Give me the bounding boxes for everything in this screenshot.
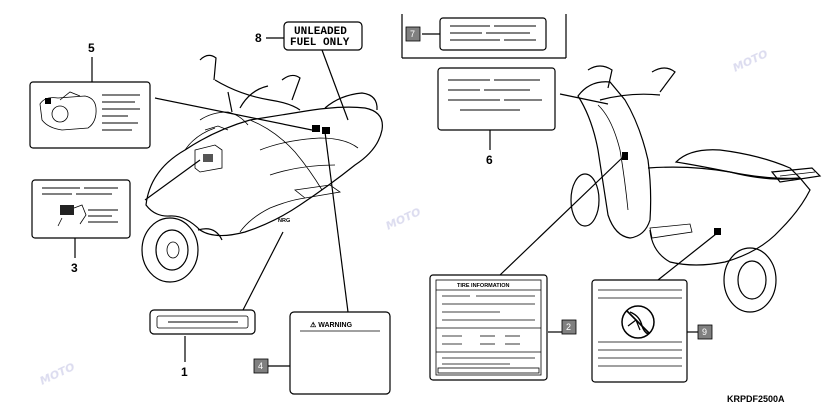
label-1[interactable] xyxy=(149,309,256,335)
watermark-3: MOTO xyxy=(38,360,77,387)
left-body-label-mark-2 xyxy=(322,127,330,134)
left-scooter-drawing: NRG xyxy=(141,54,383,283)
callout-2-box xyxy=(561,319,577,335)
callout-9-box xyxy=(697,324,713,340)
callout-7: 7 xyxy=(410,29,415,39)
label-6[interactable] xyxy=(437,67,556,131)
no-symbol-icon xyxy=(621,305,655,339)
label-7-frame xyxy=(401,14,567,59)
label-5[interactable] xyxy=(29,81,151,149)
callout-3: 3 xyxy=(71,261,78,275)
right-body-label-mark-2 xyxy=(714,228,721,235)
right-body-label-mark-1 xyxy=(622,152,628,160)
tire-info-table-lines xyxy=(436,289,541,365)
label-3[interactable] xyxy=(31,179,131,239)
left-body-label-mark-1 xyxy=(312,125,320,132)
watermark-group: MOTO MOTO MOTO xyxy=(38,47,770,387)
diagram-code: KRPDF2500A xyxy=(727,394,785,404)
callout-6: 6 xyxy=(486,153,493,167)
unleaded-line-1: UNLEADED xyxy=(294,26,347,38)
tire-info-heading: TIRE INFORMATION xyxy=(457,283,509,289)
warning-heading: ⚠ WARNING xyxy=(310,321,353,329)
label-5-engine-icon xyxy=(39,91,97,131)
label-7-text-lines xyxy=(450,25,536,41)
label-6-text-lines xyxy=(448,79,542,111)
unleaded-line-2: FUEL ONLY xyxy=(290,37,350,49)
callout-5: 5 xyxy=(88,41,95,55)
callout-2: 2 xyxy=(566,322,571,332)
label-3-battery-icon xyxy=(57,204,87,227)
label-4-warning[interactable]: ⚠ WARNING xyxy=(289,311,391,395)
left-side-badge: NRG xyxy=(278,218,290,224)
callout-7-box xyxy=(405,26,421,42)
label-2-tire-info[interactable]: TIRE INFORMATION xyxy=(429,274,548,381)
label-3-text-lines xyxy=(42,187,118,223)
callout-4: 4 xyxy=(258,361,263,371)
label-9[interactable] xyxy=(591,279,688,383)
callout-8: 8 xyxy=(255,31,262,45)
callout-4-box xyxy=(253,358,269,374)
right-scooter-drawing xyxy=(570,65,822,313)
label-5-text-lines xyxy=(102,94,140,131)
label-7[interactable] xyxy=(439,17,547,51)
watermark-2: MOTO xyxy=(384,205,423,232)
callout-1: 1 xyxy=(181,365,188,379)
label-8-unleaded[interactable]: UNLEADED FUEL ONLY xyxy=(283,21,363,51)
watermark-1: MOTO xyxy=(731,47,770,74)
callout-9: 9 xyxy=(702,327,707,337)
label-9-text-lines xyxy=(598,289,682,367)
